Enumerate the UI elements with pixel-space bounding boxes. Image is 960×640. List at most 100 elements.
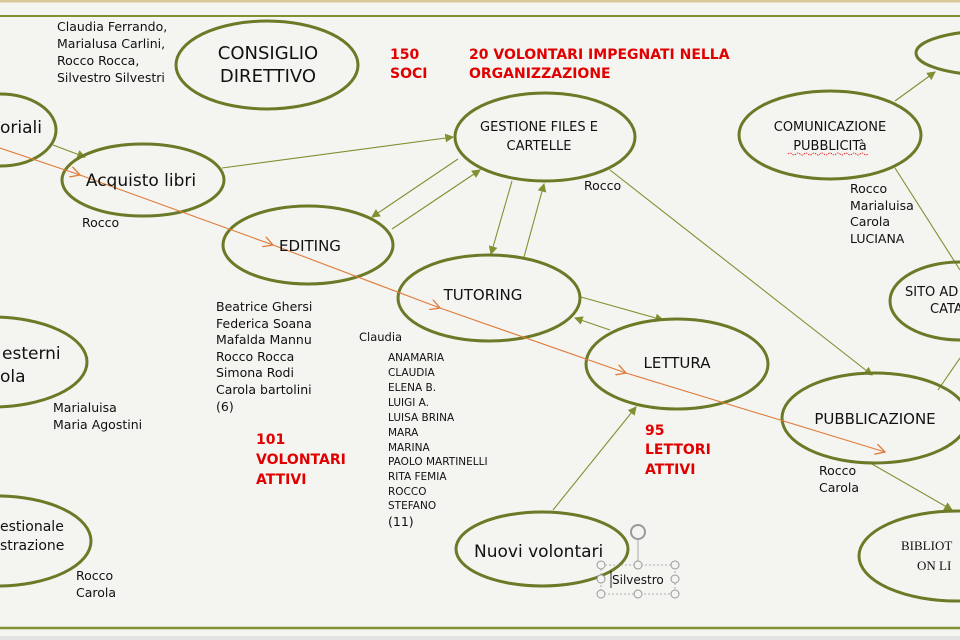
comunicazione-person: Carola (850, 214, 890, 229)
node-pubblicazione[interactable] (780, 371, 960, 465)
arrow-gestione-to-editing (371, 158, 459, 218)
arrow-tutoring-to-gestione (523, 182, 547, 258)
volontari-attivi-count: 101 (256, 432, 285, 448)
node-biblioteca[interactable] (857, 509, 960, 603)
tutoring-person: ROCCO (388, 486, 427, 498)
tutoring-person: MARINA (388, 442, 430, 454)
tutoring-head: Claudia (359, 330, 402, 344)
node-top-right[interactable] (914, 31, 960, 75)
editing-person: Carola bartolini (216, 382, 312, 397)
node-editing[interactable] (221, 204, 395, 286)
comunicazione-person: LUCIANA (850, 231, 905, 246)
tutoring-person: ANAMARIA (388, 352, 445, 364)
editing-label: EDITING (279, 237, 341, 255)
esterni-label-2: ola (0, 367, 26, 387)
volontari-attivi-label1: VOLONTARI (256, 452, 346, 468)
comunicazione-person: Marialuisa (850, 198, 914, 213)
arrow-gestione-to-pubblicazione (609, 169, 873, 376)
pubblicazione-person: Carola (819, 480, 859, 495)
node-consiglio[interactable] (174, 19, 360, 111)
nodes (0, 19, 960, 603)
resize-handle[interactable] (633, 589, 643, 599)
esterni-label-1: esterni (2, 344, 61, 364)
soci-label: SOCI (390, 66, 427, 82)
resize-handle[interactable] (670, 560, 680, 570)
resize-handle[interactable] (670, 589, 680, 599)
selected-textbox[interactable]: Silvestro (596, 524, 680, 599)
tutoring-person: LUISA BRINA (388, 412, 455, 424)
resize-handle[interactable] (633, 560, 643, 570)
sito-label-1: SITO AD (905, 285, 958, 300)
lettori-label2: ATTIVI (645, 462, 695, 478)
resize-handle[interactable] (596, 574, 606, 584)
biblioteca-label-1: BIBLIOT (901, 538, 952, 553)
consiglio-label-2: DIRETTIVO (220, 66, 316, 87)
resize-handle[interactable] (670, 574, 680, 584)
biblioteca-label-2: ON LI (917, 558, 951, 573)
tutoring-count: (11) (388, 514, 414, 529)
node-acquisto[interactable] (60, 142, 226, 218)
node-gestione[interactable] (453, 91, 637, 183)
tutoring-person: MARA (388, 427, 419, 439)
editing-person: Federica Soana (216, 316, 312, 331)
resize-handle[interactable] (596, 560, 606, 570)
esterni-person: Marialuisa (53, 400, 117, 415)
gestionale-label-2: strazione (0, 538, 64, 554)
arrow-tutoring-to-lettura (580, 296, 665, 323)
consiglio-person: Marialusa Carlini, (57, 36, 165, 51)
gestionale-person: Carola (76, 585, 116, 600)
pubblicazione-person: Rocco (819, 463, 856, 478)
arrow-nuovi-to-lettura (552, 406, 637, 511)
editing-person: Simona Rodi (216, 365, 294, 380)
lettura-label: LETTURA (644, 354, 712, 372)
node-nuovi[interactable] (454, 510, 630, 588)
node-tutoring[interactable] (396, 253, 582, 343)
acquisto-label: Acquisto libri (86, 171, 196, 191)
rotate-handle-icon[interactable] (630, 524, 646, 540)
flow-segment (272, 244, 440, 308)
arrow-gestione-to-tutoring (488, 180, 513, 256)
textbox-text[interactable]: Silvestro (612, 573, 664, 587)
gestione-label-2: CARTELLE (507, 139, 572, 154)
tutoring-person: LUIGI A. (388, 397, 429, 409)
flow-segment (0, 147, 80, 175)
arrow-editing-to-gestione (391, 169, 481, 230)
soci-count: 150 (390, 47, 419, 63)
node-sito[interactable] (888, 260, 960, 342)
connectors (52, 71, 960, 511)
arrow-lettura-to-tutoring (573, 316, 611, 331)
flow-segment (625, 372, 885, 452)
flow-segment (439, 307, 626, 373)
gestionale-person: Rocco (76, 568, 113, 583)
arrow-pubblicazione-to-biblioteca (871, 463, 953, 511)
flow-segment (79, 174, 273, 245)
tutoring-person: ELENA B. (388, 382, 436, 394)
tutoring-person: STEFANO (388, 500, 436, 512)
resize-handle[interactable] (596, 589, 606, 599)
editing-person: Rocco Rocca (216, 349, 294, 364)
volontari-org-line2: ORGANIZZAZIONE (469, 66, 611, 82)
pubblicazione-label: PUBBLICAZIONE (814, 410, 935, 428)
node-comunicazione[interactable] (737, 89, 923, 181)
left-top-label: oriali (0, 118, 42, 138)
editing-person: Beatrice Ghersi (216, 299, 312, 314)
consiglio-person: Rocco Rocca, (57, 53, 139, 68)
editing-person: Mafalda Mannu (216, 332, 312, 347)
arrow-left-to-acquisto (52, 144, 87, 159)
sito-label-2: CATA (930, 302, 960, 317)
arrow-acquisto-to-gestione (221, 133, 455, 169)
editing-count: (6) (216, 399, 234, 414)
line-pubblicazione-to-sito (937, 357, 960, 391)
node-gestionale[interactable] (0, 494, 93, 588)
lettori-count: 95 (645, 423, 664, 439)
gestionale-label-1: estionale (0, 519, 64, 535)
line-comunicazione-to-sito (894, 167, 960, 271)
comunicazione-label-2: PUBBLICITà (793, 139, 867, 154)
arrow-comunicazione-to-top (894, 71, 936, 102)
tutoring-person: PAOLO MARTINELLI (388, 456, 488, 468)
volontari-org-line1: 20 VOLONTARI IMPEGNATI NELLA (469, 47, 730, 63)
node-esterni[interactable] (0, 315, 89, 409)
node-left-top[interactable] (0, 92, 58, 168)
node-lettura[interactable] (584, 317, 770, 411)
